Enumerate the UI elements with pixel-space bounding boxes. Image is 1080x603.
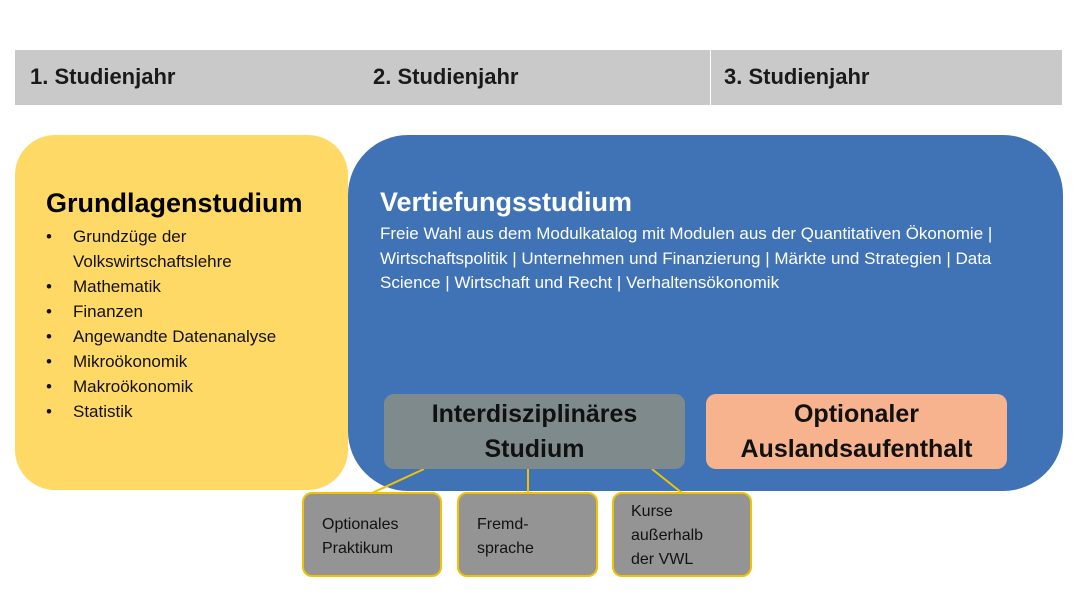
list-item: Makroökonomik [46,374,336,399]
praktikum-box: Optionales Praktikum [302,492,442,577]
list-item: Mikroökonomik [46,349,336,374]
vertiefungsstudium-description: Freie Wahl aus dem Modulkatalog mit Modu… [380,224,993,292]
year-label-3: 3. Studienjahr [724,64,870,89]
year-label-1: 1. Studienjahr [30,64,176,89]
list-item: Finanzen [46,299,336,324]
auslandsaufenthalt-box: Optionaler Auslandsaufenthalt [706,394,1007,469]
list-item: Statistik [46,399,336,424]
list-item: Mathematik [46,274,336,299]
year-bar-3 [711,50,1062,105]
interdisziplinaeres-label-line1: Interdisziplinäres [431,399,638,428]
kurse-label-line1: Kurse [631,503,673,520]
vertiefungsstudium-title: Vertiefungsstudium [380,187,633,217]
auslandsaufenthalt-label-line1: Optionaler [793,399,919,428]
kurse-label-line2: außerhalb [631,527,704,544]
year-label-2: 2. Studienjahr [373,64,519,89]
fremdsprache-label-line1: Fremd- [477,516,529,533]
auslandsaufenthalt-label-line2: Auslandsaufenthalt [740,434,973,463]
grundlagenstudium-list: Grundzüge der Volkswirtschaftslehre Math… [46,224,336,424]
praktikum-label-line2: Praktikum [322,540,394,557]
grundlagenstudium-title: Grundlagenstudium [46,188,303,218]
interdisziplinaeres-studium-box: Interdisziplinäres Studium [384,394,685,469]
fremdsprache-box: Fremd- sprache [457,492,598,577]
year-bar-1-2 [15,50,710,105]
list-item: Grundzüge der Volkswirtschaftslehre [46,224,336,274]
interdisziplinaeres-label-line2: Studium [484,434,585,463]
fremdsprache-label-line2: sprache [477,540,534,557]
list-item: Angewandte Datenanalyse [46,324,336,349]
kurse-vwl-box: Kurse außerhalb der VWL [612,492,752,577]
praktikum-label-line1: Optionales [322,516,399,533]
kurse-label-line3: der VWL [631,551,694,568]
